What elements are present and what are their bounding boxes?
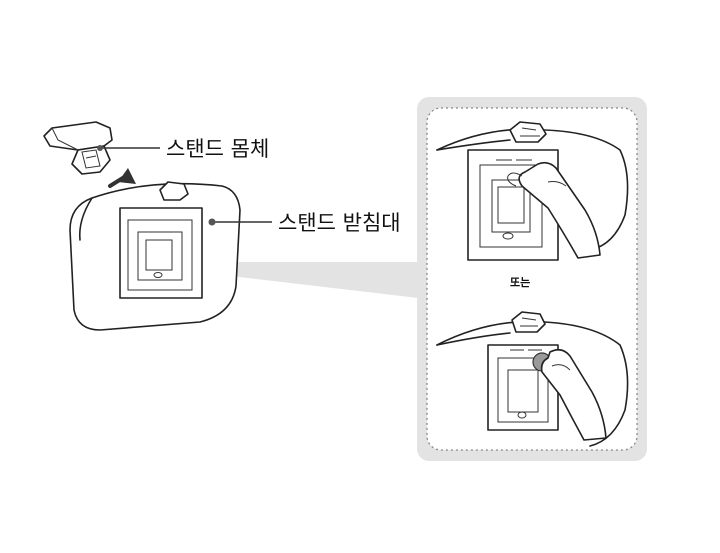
zoom-projection: [196, 262, 418, 298]
detail-bottom-illustration: [436, 311, 629, 447]
bullet-icon: [97, 145, 103, 151]
stand-base-illustration: [69, 181, 241, 331]
callout-stand-base: 스탠드 받침대: [208, 211, 401, 235]
stand-base-label: 스탠드 받침대: [278, 211, 401, 235]
stand-body-label: 스탠드 몸체: [166, 137, 269, 161]
bullet-icon: [208, 218, 216, 226]
stand-body-illustration: [43, 121, 113, 175]
detail-top-illustration: [436, 121, 629, 261]
arrow-up-right-icon: [108, 168, 136, 188]
or-label: 또는: [510, 276, 530, 289]
callout-stand-body: 스탠드 몸체: [97, 137, 269, 161]
